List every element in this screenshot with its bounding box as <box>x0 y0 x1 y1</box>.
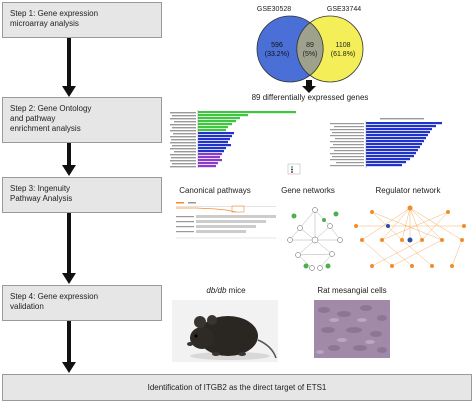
step-4-line1: Step 4: Gene expression <box>10 292 99 301</box>
go-bar-labels <box>170 112 196 168</box>
venn-overlap <box>296 22 324 76</box>
pathway-bar-chart <box>330 118 442 168</box>
canonical-pathways-chart <box>176 202 276 239</box>
venn-left-count: 596 <box>271 42 283 49</box>
gene-networks-label: Gene networks <box>281 186 335 195</box>
canonical-bars <box>196 215 276 233</box>
flow-arrow-3-4 <box>62 213 76 284</box>
rat-mesangial-label: Rat mesangial cells <box>317 286 387 295</box>
step-3-line1: Step 3: Ingenuity <box>10 184 71 193</box>
mouse-photo <box>172 300 278 362</box>
step-3-box: Step 3: Ingenuity Pathway Analysis <box>2 177 162 213</box>
regulator-nodes <box>354 205 466 268</box>
venn-right-count: 1108 <box>335 42 351 49</box>
canonical-row-labels <box>176 216 194 233</box>
step-2-line2: and pathway <box>10 114 56 123</box>
final-result-text: Identification of ITGB2 as the direct ta… <box>147 383 327 392</box>
venn-diagram <box>256 15 364 83</box>
venn-mid-pct: (5%) <box>302 51 318 58</box>
venn-left-pct: (33.2%) <box>264 51 290 58</box>
venn-right-pct: (61.8%) <box>330 51 356 58</box>
step-3-line2: Pathway Analysis <box>10 194 73 203</box>
step-2-box: Step 2: Gene Ontology and pathway enrich… <box>2 97 162 143</box>
deg-caption: 89 differentially expressed genes <box>251 93 369 102</box>
step-4-box: Step 4: Gene expression validation <box>2 285 162 321</box>
canonical-pathways-label: Canonical pathways <box>179 186 251 195</box>
final-result-box: Identification of ITGB2 as the direct ta… <box>2 374 472 401</box>
go-bars <box>198 111 296 168</box>
venn-left-label: GSE30528 <box>256 6 292 13</box>
pathway-bar-labels <box>330 123 364 167</box>
step-1-box: Step 1: Gene expression microarray analy… <box>2 2 162 38</box>
go-bar-chart <box>170 110 301 175</box>
venn-down-arrow <box>302 80 316 93</box>
step-2-line1: Step 2: Gene Ontology <box>10 104 92 113</box>
flow-arrow-2-3 <box>62 143 76 176</box>
step-4-line2: validation <box>10 302 44 311</box>
step-1-line1: Step 1: Gene expression <box>10 9 99 18</box>
mice-suffix: mice <box>226 286 246 295</box>
mesangial-cells-photo <box>314 300 390 358</box>
flow-arrow-4-final <box>62 321 76 373</box>
db-db-mice-label: db/db mice <box>186 286 266 295</box>
venn-right-label: GSE33744 <box>326 6 362 13</box>
gene-network-nodes <box>287 207 343 271</box>
step-1-line2: microarray analysis <box>10 19 79 28</box>
db-db-italic: db/db <box>206 286 227 295</box>
step-2-line3: enrichment analysis <box>10 124 81 133</box>
gene-network-graph <box>287 207 343 271</box>
regulator-network-label: Regulator network <box>375 186 441 195</box>
venn-mid-count: 89 <box>306 42 314 49</box>
flow-arrow-1-2 <box>62 38 76 97</box>
go-legend <box>287 163 301 175</box>
regulator-network-graph <box>354 205 466 268</box>
pathway-bars <box>366 122 442 167</box>
